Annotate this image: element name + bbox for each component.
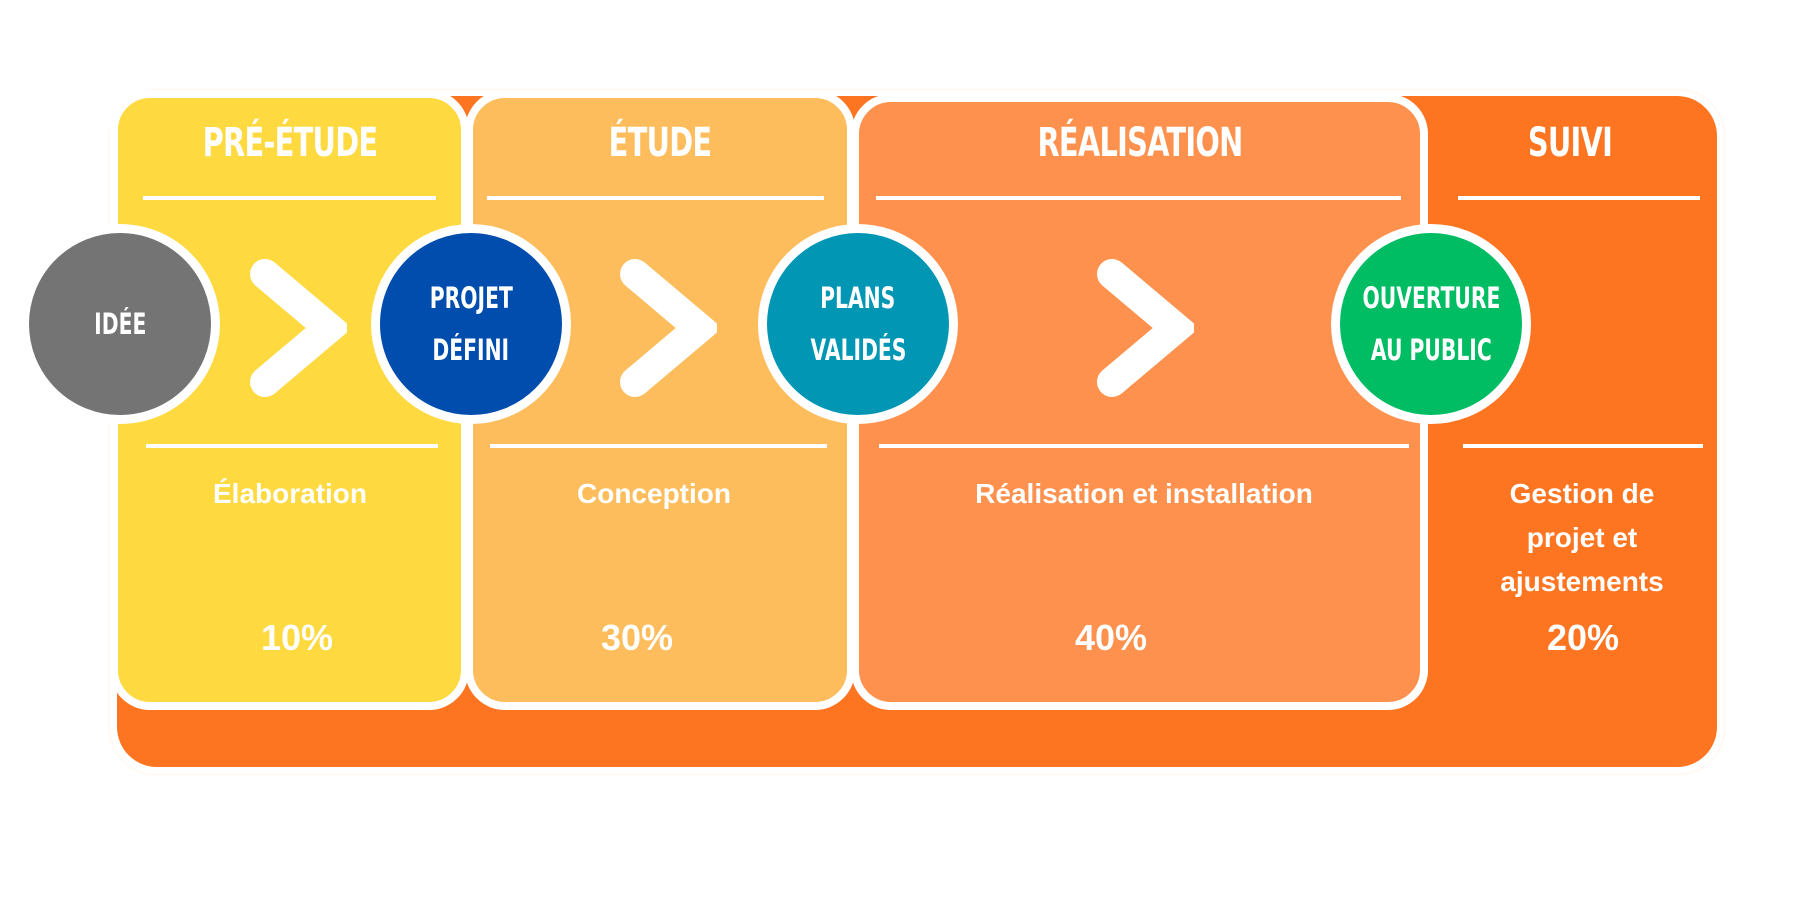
description-line: ajustements: [1500, 566, 1664, 597]
divider-top-suivi: [1458, 196, 1700, 200]
milestone-label: IDÉE: [93, 307, 147, 341]
milestone-label: PROJET: [429, 281, 513, 315]
divider-bottom-etude: [490, 444, 827, 448]
phase-title-pre-etude: PRÉ-ÉTUDE: [202, 120, 378, 166]
phase-title-suivi: SUIVI: [1527, 120, 1613, 166]
milestone-label: VALIDÉS: [810, 333, 906, 367]
milestone-idee: IDÉE: [20, 224, 220, 424]
divider-top-pre-etude: [143, 196, 436, 200]
description-line: Gestion de: [1509, 478, 1655, 509]
chevron-right-icon: [620, 259, 717, 397]
description-line: projet et: [1526, 522, 1638, 553]
divider-bottom-suivi: [1463, 444, 1703, 448]
milestone-plans-valides: PLANS VALIDÉS: [758, 224, 958, 424]
milestone-label: PLANS: [820, 281, 896, 315]
phase-description-etude: Conception: [577, 478, 731, 509]
milestone-ouverture-au-public: OUVERTURE AU PUBLIC: [1331, 224, 1531, 424]
milestone-label: OUVERTURE: [1362, 281, 1500, 315]
milestone-label: AU PUBLIC: [1370, 333, 1492, 367]
phase-title-etude: ÉTUDE: [608, 120, 712, 166]
divider-top-etude: [487, 196, 824, 200]
divider-bottom-pre-etude: [146, 444, 438, 448]
phase-title-realisation: RÉALISATION: [1037, 120, 1243, 166]
phase-description-pre-etude: Élaboration: [212, 478, 367, 509]
phase-percent-realisation: 40%: [1074, 617, 1148, 658]
milestone-projet-defini: PROJET DÉFINI: [371, 224, 571, 424]
chevron-right-icon: [1097, 259, 1194, 397]
phase-percent-pre-etude: 10%: [260, 617, 334, 658]
milestone-label: DÉFINI: [432, 333, 510, 367]
phase-percent-etude: 30%: [600, 617, 674, 658]
divider-top-realisation: [876, 196, 1401, 200]
divider-bottom-realisation: [879, 444, 1409, 448]
phase-description-suivi: Gestion de projet et ajustements: [1462, 472, 1702, 604]
phase-description-realisation: Réalisation et installation: [975, 478, 1313, 509]
phase-percent-suivi: 20%: [1546, 617, 1620, 658]
chevron-right-icon: [250, 259, 347, 397]
